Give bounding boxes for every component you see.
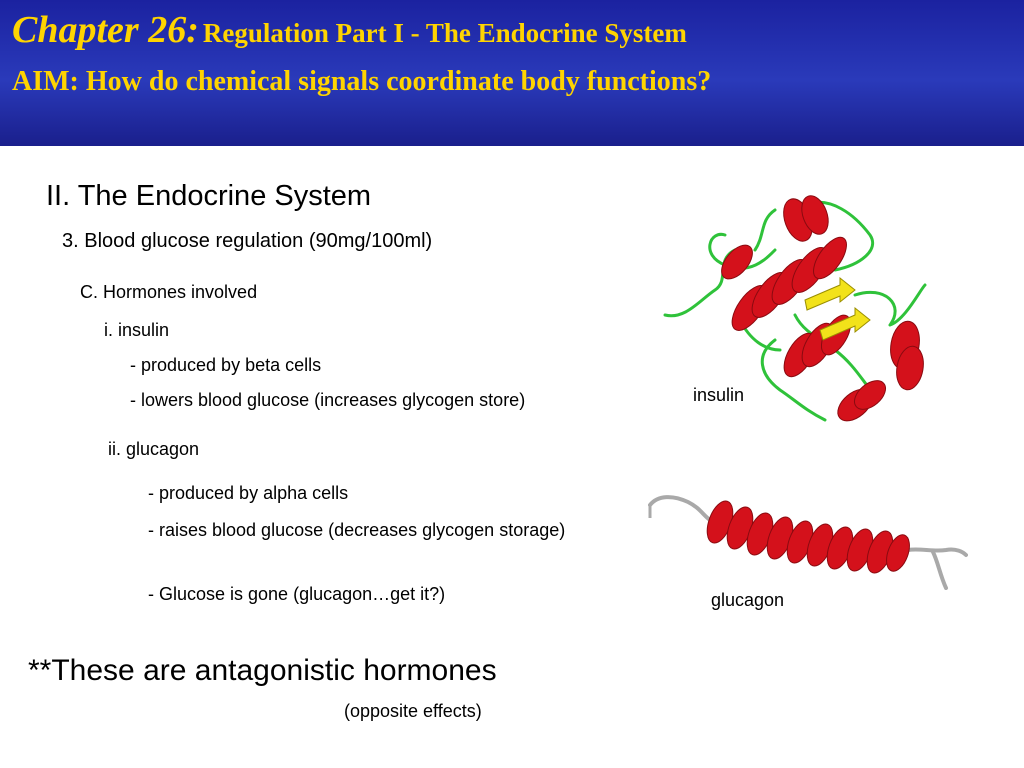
chapter-title: Chapter 26: Regulation Part I - The Endo… xyxy=(12,8,687,52)
chapter-subtitle: Regulation Part I - The Endocrine System xyxy=(202,18,687,48)
glucagon-bullet: - produced by alpha cells xyxy=(148,483,349,503)
glucagon-heading: ii. glucagon xyxy=(108,439,200,459)
insulin-bullet: - produced by beta cells xyxy=(130,355,322,375)
aim-statement: AIM: How do chemical signals coordinate … xyxy=(12,66,712,97)
insulin-heading: i. insulin xyxy=(104,320,170,340)
subsection-heading: 3. Blood glucose regulation (90mg/100ml) xyxy=(62,230,433,252)
insulin-bullet: - lowers blood glucose (increases glycog… xyxy=(130,390,526,410)
antagonistic-note: **These are antagonistic hormones xyxy=(28,654,497,687)
hormones-heading: C. Hormones involved xyxy=(80,282,258,302)
glucagon-bullet: - raises blood glucose (decreases glycog… xyxy=(148,520,566,540)
opposite-effects-note: (opposite effects) xyxy=(344,701,482,721)
glucagon-caption: glucagon xyxy=(711,590,785,610)
insulin-caption: insulin xyxy=(693,385,745,405)
insulin-structure-image xyxy=(663,195,927,422)
section-title: II. The Endocrine System xyxy=(46,180,372,212)
glucagon-structure-image xyxy=(648,495,968,590)
chapter-label: Chapter 26: xyxy=(12,9,199,51)
title-bar: Chapter 26: Regulation Part I - The Endo… xyxy=(0,0,1024,146)
glucagon-bullet: - Glucose is gone (glucagon…get it?) xyxy=(148,584,446,604)
